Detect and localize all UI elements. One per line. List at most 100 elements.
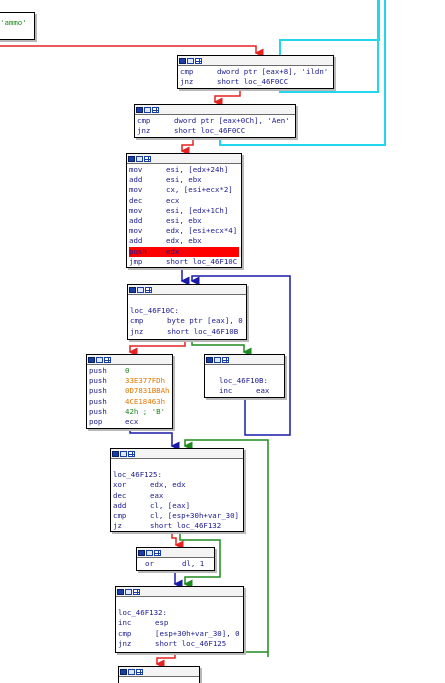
edit-icon[interactable] [144,106,151,113]
graph-icon[interactable] [206,356,213,363]
mnemonic: jz [113,521,122,531]
grid-icon[interactable] [145,286,152,293]
graph-icon[interactable] [136,106,143,113]
node-fragment-top[interactable]: 'ammo' [0,12,35,40]
instruction-line[interactable] [113,460,241,470]
operands: esp [155,618,169,628]
graph-icon[interactable] [128,155,135,162]
mnemonic: jnz [137,126,151,136]
edit-icon[interactable] [136,155,143,162]
operands: dword ptr [eax+0Ch], 'Aen' [174,116,290,125]
edit-icon[interactable] [128,668,135,675]
grid-icon[interactable] [152,106,159,113]
edit-icon[interactable] [214,356,221,363]
graph-icon[interactable] [112,450,119,457]
operands: dword ptr [eax+8], 'ildn' [217,67,329,76]
mnemonic: inc [118,618,132,628]
mnemonic: pop [89,416,103,426]
mnemonic: xor [113,480,127,490]
graph-icon[interactable] [117,588,124,595]
operands: edx, [esi+ecx*4] [166,226,238,236]
instruction-line[interactable] [219,366,282,376]
mnemonic: inc [219,386,233,396]
operands: short loc_46F125 [155,638,227,648]
instruction-line[interactable]: inc esp [118,618,241,628]
operands: edx, ebx [166,236,202,246]
instruction-line[interactable]: cmp[esp+30h+var_30], 0 [118,629,241,639]
edge-n6-loop-to-n4 [190,275,291,436]
instruction-line[interactable] [118,598,241,608]
grid-icon[interactable] [104,356,111,363]
grid-icon[interactable] [136,668,143,675]
edit-icon[interactable] [137,286,144,293]
instruction-line[interactable] [130,296,244,306]
operands: esi, [edx+24h] [166,165,229,174]
grid-icon[interactable] [128,450,135,457]
edit-icon[interactable] [187,57,194,64]
node-header [87,355,172,365]
grid-icon[interactable] [133,588,140,595]
node-header [137,548,214,558]
node-block-partial[interactable] [118,666,200,683]
graph-icon[interactable] [129,286,136,293]
grid-icon[interactable] [144,155,151,162]
grid-icon[interactable] [154,549,161,556]
instruction-line[interactable]: cmp dword ptr [eax+0Ch], 'Aen' [137,116,293,126]
graph-icon[interactable] [120,668,127,675]
edit-icon[interactable] [146,549,153,556]
grid-icon[interactable] [222,356,229,363]
mnemonic: cmp [137,116,151,125]
grid-icon[interactable] [195,57,202,64]
edit-icon[interactable] [96,356,103,363]
edge-n9-to-next [155,652,176,669]
operands: cx, [esi+ecx*2] [166,185,233,195]
mnemonic: add [129,215,143,225]
graph-icon[interactable] [179,57,186,64]
graph-icon[interactable] [138,549,145,556]
mnemonic: dec [129,195,143,205]
edit-icon[interactable] [120,450,127,457]
graph-icon[interactable] [88,356,95,363]
edit-icon[interactable] [125,588,132,595]
